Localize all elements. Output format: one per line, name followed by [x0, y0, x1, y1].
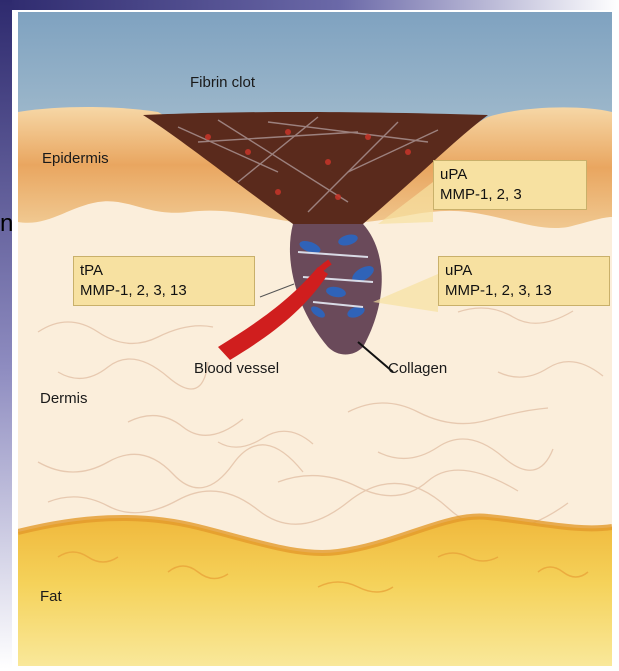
- box-upper-right-line2: MMP-1, 2, 3: [440, 185, 580, 205]
- box-lower-right: uPA MMP-1, 2, 3, 13: [438, 256, 610, 306]
- box-upper-right: uPA MMP-1, 2, 3: [433, 160, 587, 210]
- label-fat: Fat: [40, 588, 62, 605]
- skin-cross-section: [18, 12, 612, 666]
- label-epidermis: Epidermis: [42, 150, 109, 167]
- label-fibrin-clot: Fibrin clot: [190, 74, 255, 91]
- slide-side-bar: [0, 0, 12, 669]
- box-lower-right-line1: uPA: [445, 261, 603, 281]
- box-upper-right-line1: uPA: [440, 165, 580, 185]
- box-lower-right-line2: MMP-1, 2, 3, 13: [445, 281, 603, 301]
- wound-healing-illustration: Fibrin clot Epidermis Dermis Fat Blood v…: [18, 12, 612, 666]
- slide-top-bar: [0, 0, 619, 10]
- box-left-line2: MMP-1, 2, 3, 13: [80, 281, 248, 301]
- label-dermis: Dermis: [40, 390, 88, 407]
- box-left: tPA MMP-1, 2, 3, 13: [73, 256, 255, 306]
- box-left-line1: tPA: [80, 261, 248, 281]
- label-collagen: Collagen: [388, 360, 447, 377]
- cropped-slide-text: n: [0, 210, 13, 238]
- label-blood-vessel: Blood vessel: [194, 360, 279, 377]
